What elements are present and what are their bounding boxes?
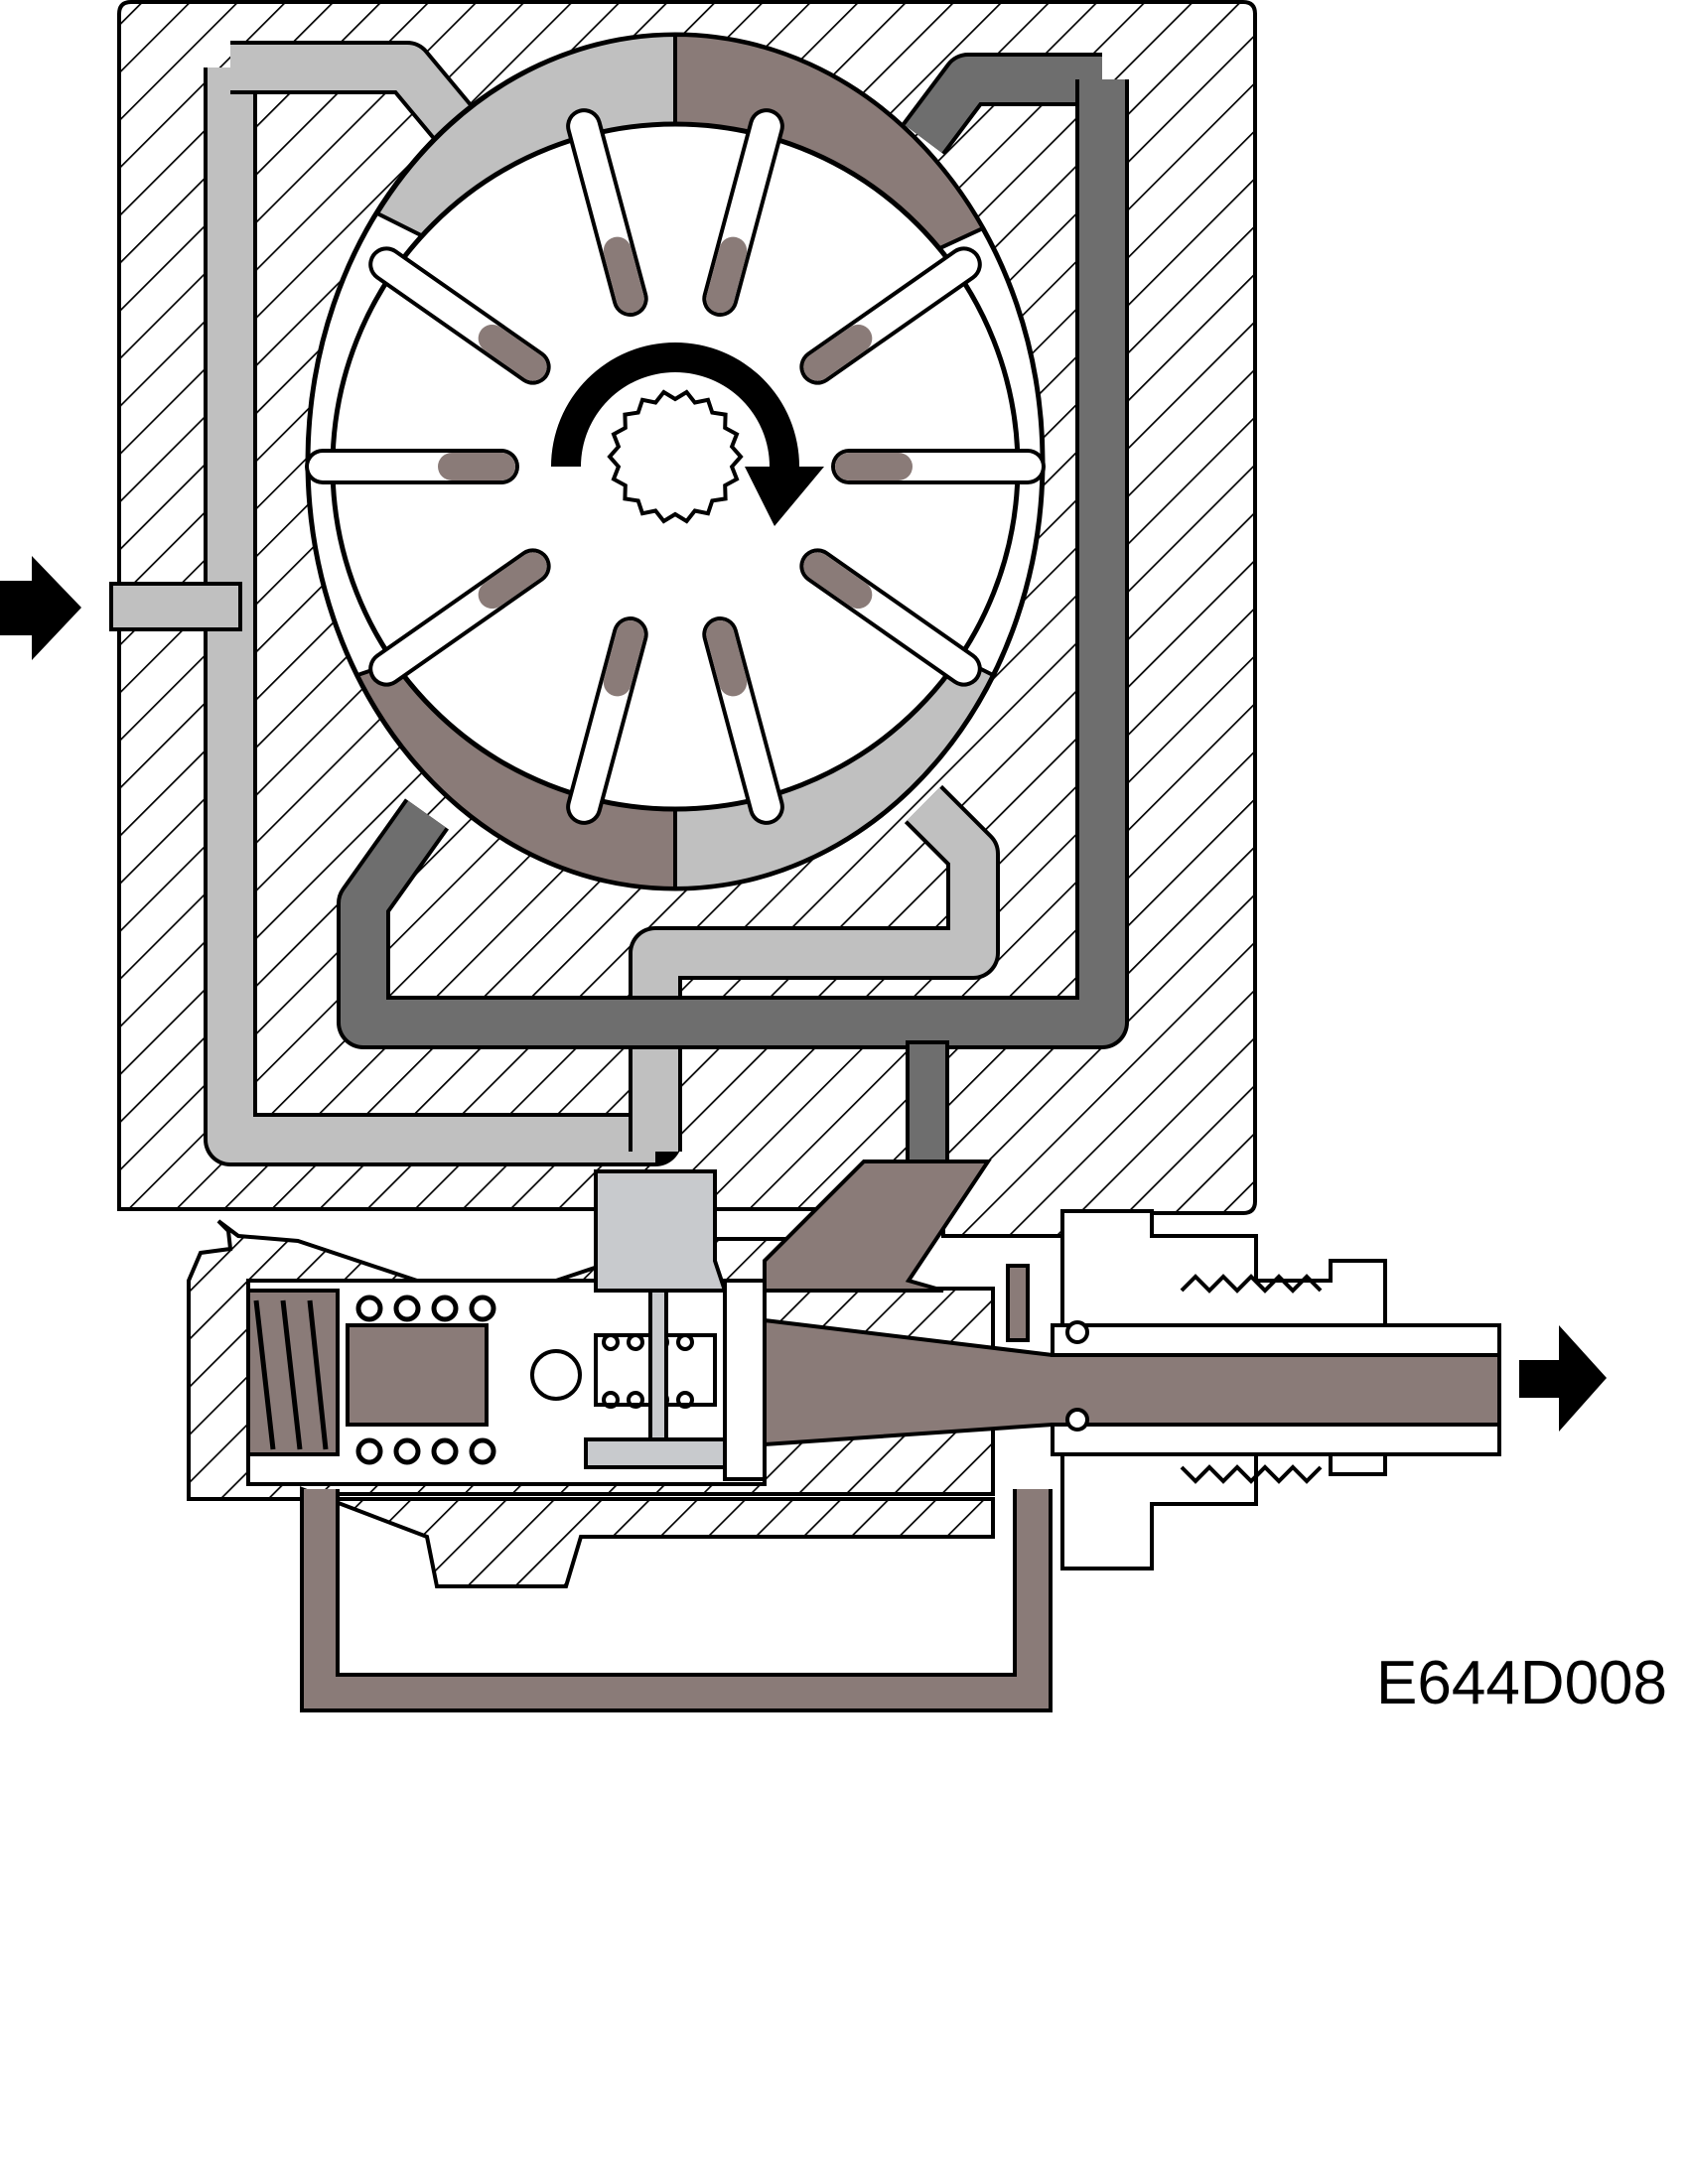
vane-fluid	[603, 620, 644, 697]
vane-fluid	[803, 324, 873, 381]
relief-valve-body	[346, 1323, 489, 1427]
pressure-switch-pin	[1006, 1264, 1030, 1342]
flow-control-valve	[246, 1169, 767, 1486]
plug-spring	[253, 1299, 329, 1450]
clockwise-arrow-icon	[551, 342, 824, 526]
vane-fluid	[478, 324, 547, 381]
outlet-fitting	[763, 1264, 1501, 1484]
fitting-threads	[1180, 1274, 1323, 1484]
pressure-channel	[763, 1160, 992, 1293]
relief-ball	[530, 1349, 582, 1401]
vane-fluid	[706, 236, 748, 313]
o-ring-upper	[1065, 1320, 1089, 1344]
valve-spool-stem	[648, 1289, 668, 1441]
valve-spool	[594, 1169, 728, 1293]
vane-fluid	[706, 620, 748, 697]
vane-fluid	[803, 552, 873, 610]
figure-code: E644D008	[1376, 1649, 1668, 1717]
outlet-arrow-icon	[1519, 1325, 1607, 1432]
valve-spool-land	[584, 1437, 727, 1469]
valve-spring	[355, 1295, 496, 1465]
cam-ring	[305, 32, 1046, 891]
vane-fluid	[603, 236, 644, 313]
outlet-tube	[1051, 1323, 1501, 1357]
inlet-arrow-icon	[0, 556, 81, 660]
drive-shaft-spline	[607, 389, 744, 524]
outlet-passage	[337, 53, 1129, 1173]
o-ring-lower	[1065, 1408, 1089, 1432]
vanes	[305, 108, 1046, 825]
vane-fluid	[478, 552, 547, 610]
